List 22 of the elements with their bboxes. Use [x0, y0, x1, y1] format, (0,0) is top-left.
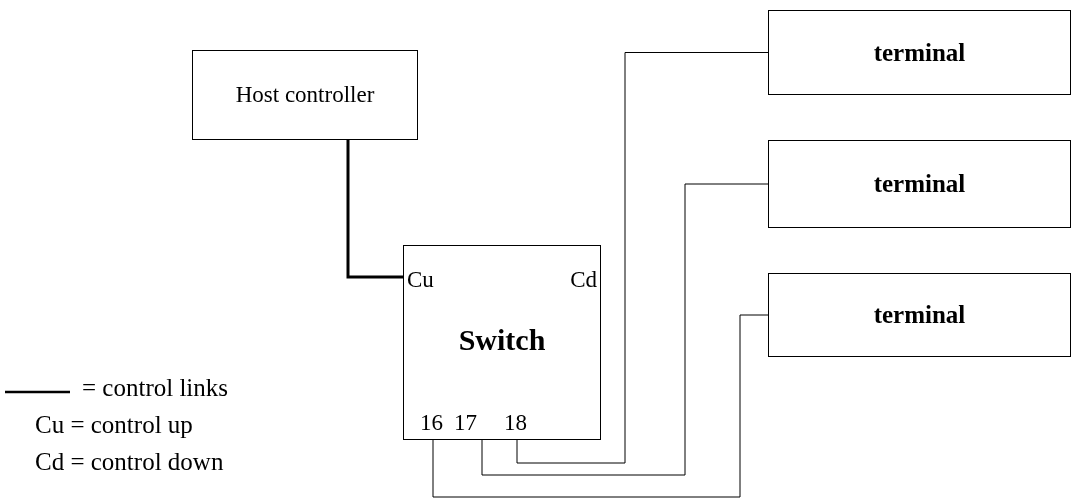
terminal-label: terminal	[872, 301, 967, 329]
terminal-box	[768, 273, 1071, 357]
control-link	[346, 140, 403, 279]
port-label: 16	[420, 411, 443, 436]
connector-line	[516, 52, 769, 464]
terminal-box	[768, 10, 1071, 95]
legend-note: Cd = control down	[35, 449, 224, 476]
terminal-label: terminal	[872, 38, 967, 67]
port-label: Cu	[407, 268, 434, 293]
switch-box	[403, 245, 601, 440]
legend-note: Cu = control up	[35, 412, 193, 439]
connector-line	[432, 314, 769, 498]
terminal-label: terminal	[872, 170, 967, 198]
host-controller-box	[192, 50, 418, 140]
port-label: Cd	[570, 268, 597, 293]
connector-line	[481, 183, 769, 476]
port-label: 18	[504, 411, 527, 436]
node-label: Host controller	[234, 82, 376, 108]
switch-label: Switch	[457, 324, 547, 356]
legend-text: = control links	[82, 375, 229, 402]
port-label: 17	[454, 411, 477, 436]
terminal-box	[768, 140, 1071, 228]
